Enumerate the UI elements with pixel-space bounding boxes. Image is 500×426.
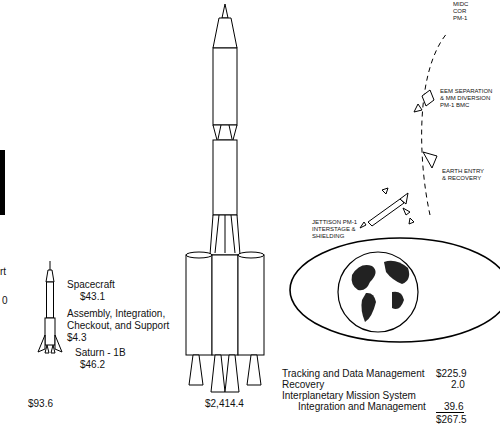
trajectory-part: [423, 152, 437, 168]
table-cell: 2.0: [451, 379, 465, 390]
small-rocket-part: [45, 318, 55, 345]
small-rocket-part: [50, 261, 51, 270]
small-rocket-part: [45, 345, 49, 353]
table-cell: Recovery: [282, 379, 324, 390]
earth-orbit-part: [361, 293, 376, 322]
large-rocket-part: [213, 18, 237, 48]
large-rocket-part: [186, 255, 212, 355]
table-cell: Tracking and Data Management: [282, 368, 425, 379]
small-rocket-part: [51, 345, 55, 353]
callout-text: & RECOVERY: [442, 175, 481, 182]
earth-orbit-part: [392, 292, 404, 309]
trajectory-part: [382, 188, 388, 194]
large-rocket-part: [215, 215, 235, 253]
large-rocket-part: [213, 125, 237, 140]
part-name: Spacecraft: [67, 279, 115, 290]
table-cell: Integration and Management: [298, 401, 426, 412]
callout-text: COR: [453, 8, 466, 15]
trajectory-part: [414, 104, 422, 112]
edge-fragment: [0, 150, 5, 215]
sum-rule: [436, 412, 464, 413]
cost-value: $43.1: [80, 291, 105, 302]
large-rocket-part: [189, 355, 203, 385]
callout-text: JETTISON PM-1: [312, 219, 357, 226]
table-cell: Interplanetary Mission System: [282, 390, 416, 401]
part-name: Saturn - 1B: [75, 347, 126, 358]
small-rocket: [38, 261, 62, 353]
cost-value: $46.2: [80, 359, 105, 370]
trajectory: [360, 32, 448, 228]
large-rocket-part: [238, 255, 264, 355]
large-rocket-part: [211, 355, 225, 392]
small-rocket-part: [47, 282, 54, 318]
large-rocket-part: [222, 4, 228, 18]
trajectory-part: [400, 193, 408, 204]
table-cell: 39.6: [444, 401, 463, 412]
large-rocket: [186, 4, 264, 392]
large-rocket-part: [213, 140, 237, 215]
large-rocket-part: [213, 48, 237, 125]
callout-text: INTERSTAGE &: [312, 226, 356, 233]
large-rocket-part: [212, 255, 238, 355]
trajectory-part: [368, 199, 404, 226]
trajectory-part: [360, 222, 366, 228]
small-rocket-part: [38, 335, 45, 352]
callout-text: SHIELDING: [312, 233, 344, 240]
earth-orbit-part: [290, 238, 500, 342]
callout-text: & MM DIVERSION: [440, 95, 490, 102]
callout-text: PM-1 BMC: [440, 102, 469, 109]
part-name: Checkout, and Support: [67, 320, 169, 331]
total-cost: $2,414.4: [205, 398, 244, 409]
callout-text: MIDC: [453, 1, 468, 8]
earth-orbit-part: [384, 261, 409, 284]
table-cell: $267.5: [436, 414, 467, 425]
trajectory-part: [403, 208, 410, 215]
large-rocket-part: [210, 215, 240, 255]
trajectory-part: [422, 90, 434, 106]
earth-orbit: [290, 238, 500, 342]
edge-fragment-text: rt: [0, 266, 6, 277]
small-rocket-part: [46, 270, 54, 282]
callout-text: PM-1: [453, 15, 467, 22]
callout-text: EEM SEPARATION: [440, 88, 492, 95]
earth-orbit-part: [338, 252, 418, 332]
earth-orbit-part: [352, 265, 376, 290]
large-rocket-part: [218, 125, 232, 139]
large-rocket-part: [186, 252, 212, 258]
small-rocket-part: [55, 335, 62, 352]
edge-fragment-text: 0: [2, 295, 8, 306]
trajectory-part: [422, 32, 448, 215]
table-cell: $225.9: [436, 368, 467, 379]
cost-value: $4.3: [67, 332, 86, 343]
large-rocket-part: [247, 355, 261, 385]
total-cost: $93.6: [28, 398, 53, 409]
large-rocket-part: [225, 355, 239, 392]
part-name: Assembly, Integration,: [67, 308, 165, 319]
callout-text: EARTH ENTRY: [442, 168, 484, 175]
large-rocket-part: [238, 252, 264, 258]
trajectory-part: [409, 218, 414, 224]
